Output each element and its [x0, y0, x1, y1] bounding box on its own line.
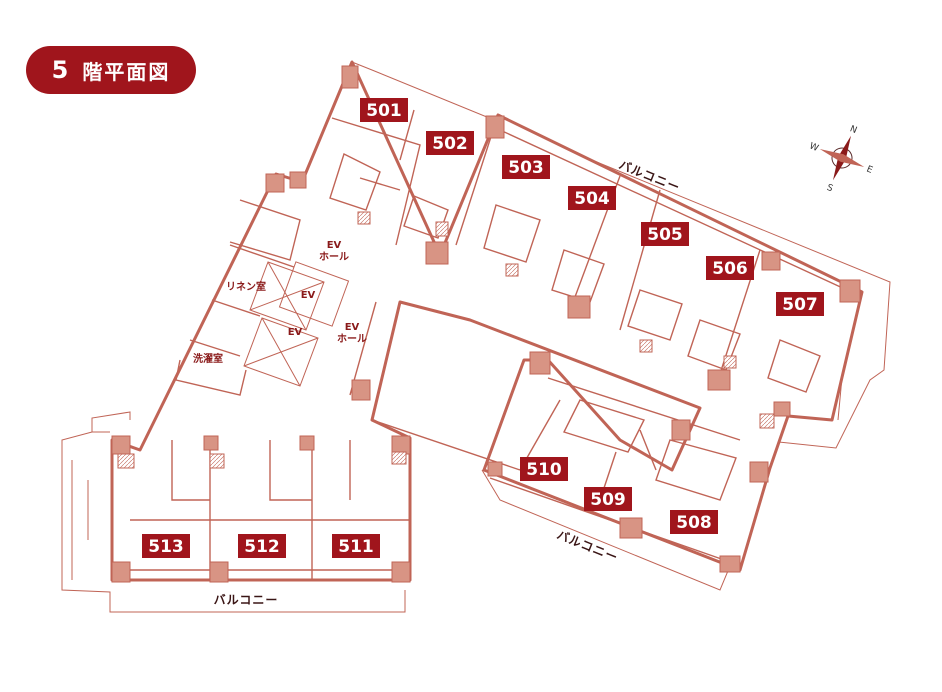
room-510: 510	[520, 457, 568, 481]
room-507-number: 507	[782, 295, 818, 315]
compass-s: S	[825, 183, 834, 195]
compass-w: W	[808, 141, 820, 154]
room-512-number: 512	[244, 537, 280, 557]
room-508: 508	[670, 510, 718, 534]
linen-room-label: リネン室	[226, 280, 266, 293]
room-505: 505	[641, 222, 689, 246]
room-509: 509	[584, 487, 632, 511]
room-502-number: 502	[432, 134, 468, 154]
balcony-label-southeast: バルコニー	[555, 528, 620, 565]
room-510-number: 510	[526, 460, 562, 480]
floor-number: 5	[51, 56, 69, 84]
room-501: 501	[360, 98, 408, 122]
room-508-number: 508	[676, 513, 712, 533]
west-outline-top	[91, 411, 131, 433]
laundry-room-label: 洗濯室	[193, 352, 223, 365]
floor-title: 階平面図	[82, 59, 171, 84]
room-504: 504	[568, 186, 616, 210]
balcony-label-south: バルコニー	[214, 593, 279, 607]
north-balcony-outline	[351, 61, 891, 449]
room-513: 513	[142, 534, 190, 558]
room-513-number: 513	[148, 537, 184, 557]
room-503-number: 503	[508, 158, 544, 178]
compass-icon: N E S W	[808, 124, 874, 195]
room-512: 512	[238, 534, 286, 558]
room-507: 507	[776, 292, 824, 316]
compass-n: N	[848, 124, 858, 136]
ev-label-2: EV	[288, 327, 303, 338]
floor-title-badge: 5 階平面図	[26, 46, 196, 94]
ev-shaft-1	[278, 261, 350, 327]
room-503: 503	[502, 155, 550, 179]
room-511-number: 511	[338, 537, 374, 557]
south-balcony-outline	[61, 431, 406, 613]
room-505-number: 505	[647, 225, 683, 245]
room-labels: 501 502 503 504 505 506	[142, 98, 824, 558]
room-504-number: 504	[574, 189, 610, 209]
compass-e: E	[865, 164, 874, 176]
ev-label-1: EV	[301, 290, 316, 301]
room-509-number: 509	[590, 490, 626, 510]
room-501-number: 501	[366, 101, 402, 121]
building-outline	[110, 60, 864, 582]
room-511: 511	[332, 534, 380, 558]
room-502: 502	[426, 131, 474, 155]
room-506: 506	[706, 256, 754, 280]
room-506-number: 506	[712, 259, 748, 279]
